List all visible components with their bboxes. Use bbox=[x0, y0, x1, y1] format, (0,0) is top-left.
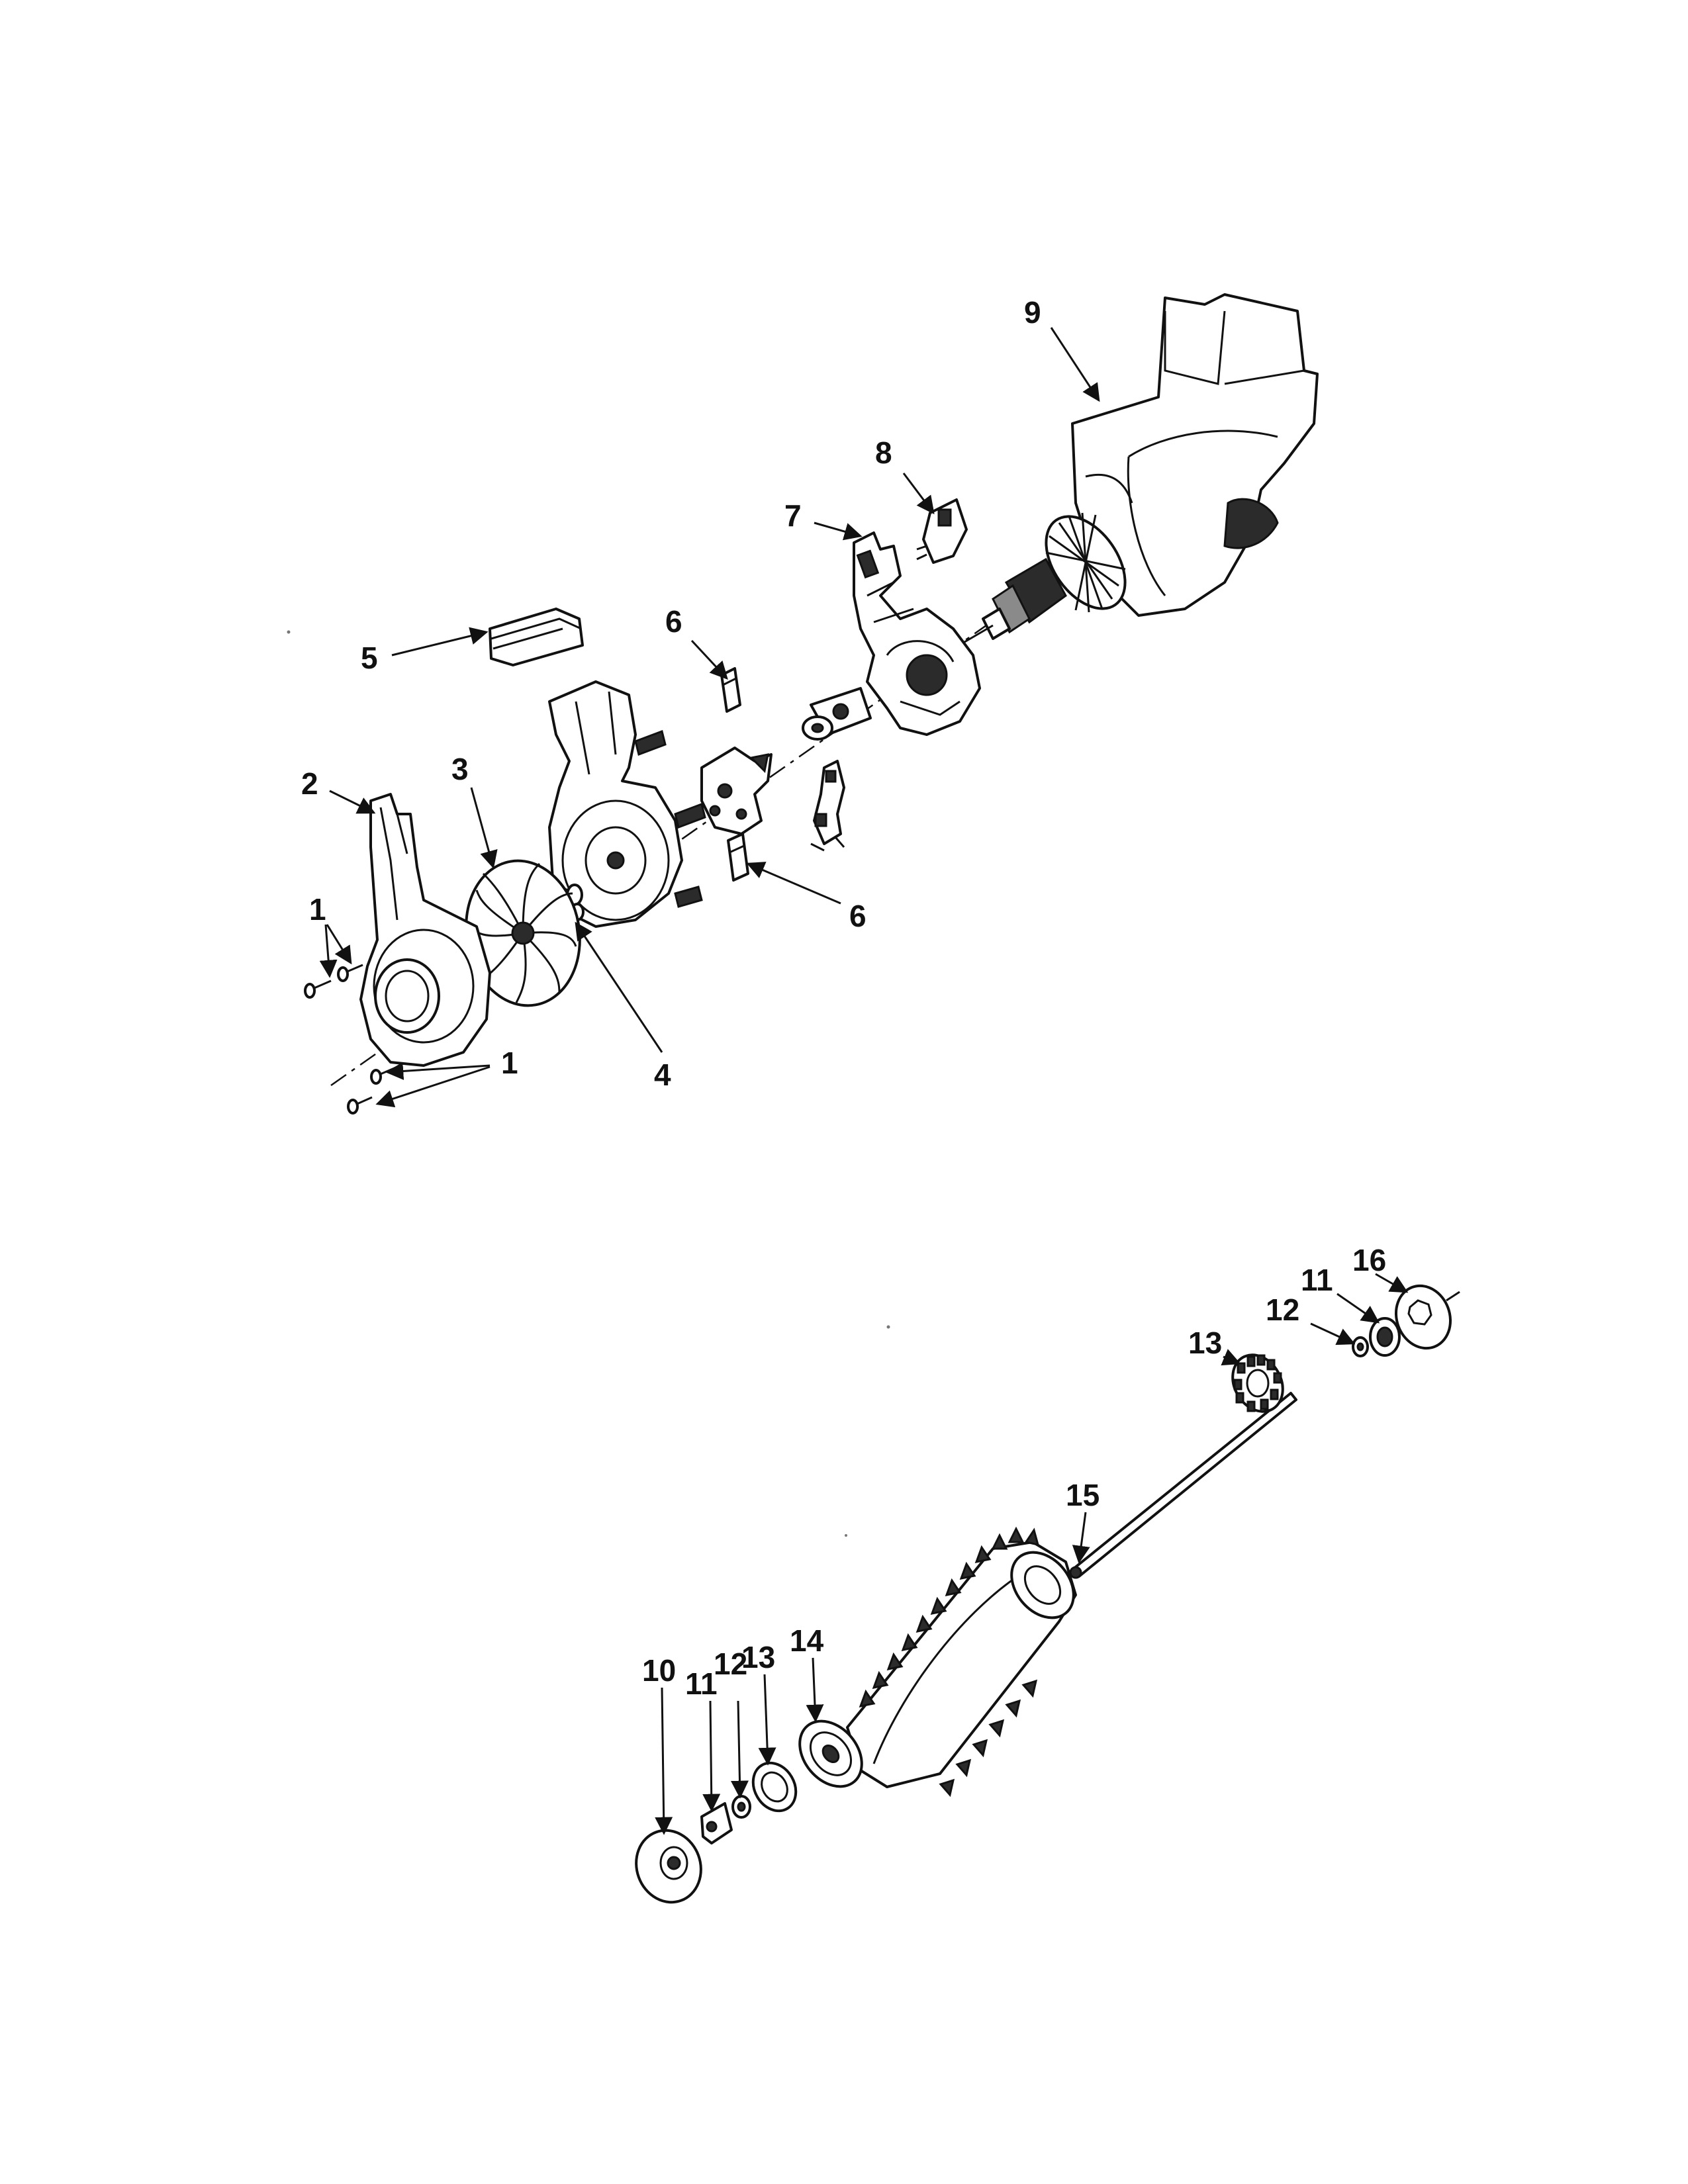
leader-15 bbox=[1072, 1512, 1090, 1564]
callout-1a: 1 bbox=[309, 892, 326, 927]
leader-2 bbox=[329, 790, 376, 814]
brushroll-body bbox=[846, 1526, 1077, 1797]
leader-12-left bbox=[731, 1700, 749, 1799]
leader-lines bbox=[319, 327, 1409, 1835]
screw-upper-left bbox=[304, 979, 332, 999]
callout-9: 9 bbox=[1024, 295, 1041, 330]
leader-6-upper bbox=[690, 639, 728, 680]
brush-holder-bracket bbox=[700, 747, 773, 835]
end-cap-part-16 bbox=[1394, 1284, 1460, 1350]
callout-11a: 11 bbox=[685, 1666, 718, 1701]
callout-5: 5 bbox=[361, 641, 378, 675]
bushing-part-11-right bbox=[1369, 1317, 1401, 1357]
drive-pulley-part-13-right bbox=[1231, 1353, 1284, 1413]
callout-8: 8 bbox=[875, 435, 892, 470]
scan-specks bbox=[287, 630, 890, 1537]
leader-13-left bbox=[758, 1674, 776, 1766]
leader-16 bbox=[1375, 1273, 1409, 1293]
brush-assembly bbox=[810, 760, 845, 852]
leader-11-left bbox=[702, 1700, 721, 1812]
callout-labels: 1 1 2 3 4 5 6 6 7 8 9 10 11 11 12 12 13 … bbox=[301, 295, 1386, 1701]
leader-4 bbox=[575, 921, 663, 1053]
carbon-brush-part-6-lower bbox=[727, 833, 749, 882]
fan-cover-part-2 bbox=[359, 793, 491, 1067]
bushing-part-11-left bbox=[700, 1802, 733, 1844]
end-disc-part-10 bbox=[635, 1829, 702, 1904]
leader-13-right bbox=[1221, 1349, 1241, 1366]
screw-lower-left bbox=[370, 1066, 397, 1085]
leader-1b-lower bbox=[375, 1066, 491, 1108]
callout-13a: 13 bbox=[741, 1640, 775, 1674]
callout-6b: 6 bbox=[849, 899, 867, 933]
callout-11b: 11 bbox=[1301, 1263, 1333, 1297]
leader-5 bbox=[391, 627, 489, 657]
filter-cap-part-5 bbox=[489, 608, 584, 666]
leader-9 bbox=[1050, 327, 1100, 402]
callout-16: 16 bbox=[1352, 1243, 1386, 1277]
callout-13b: 13 bbox=[1188, 1326, 1222, 1360]
callout-6a: 6 bbox=[665, 604, 682, 639]
motor-frame-part-7 bbox=[853, 531, 981, 736]
callout-4: 4 bbox=[654, 1058, 671, 1092]
callout-3: 3 bbox=[451, 752, 469, 786]
brushroll-assembly bbox=[635, 1284, 1460, 1904]
screw-upper-right bbox=[337, 964, 363, 982]
end-cap-part-14 bbox=[798, 1719, 863, 1788]
callout-12a: 12 bbox=[714, 1647, 747, 1681]
leader-10 bbox=[655, 1687, 673, 1835]
leader-6-lower bbox=[746, 862, 841, 905]
bearing-part-13-left bbox=[751, 1761, 798, 1813]
leader-11-right bbox=[1336, 1293, 1380, 1324]
washer-part-12-left bbox=[731, 1795, 751, 1819]
screw-lower-far-left bbox=[347, 1096, 373, 1115]
shaft-part-15 bbox=[1069, 1392, 1297, 1579]
leader-1a-upper bbox=[319, 924, 338, 978]
leader-1a-lower bbox=[326, 924, 352, 965]
bearing-plate bbox=[802, 687, 872, 741]
callout-1b: 1 bbox=[501, 1046, 518, 1080]
motor-assembly bbox=[304, 293, 1319, 1115]
leader-12-right bbox=[1310, 1322, 1356, 1345]
callout-12b: 12 bbox=[1266, 1293, 1299, 1327]
leader-7 bbox=[814, 522, 863, 541]
leader-14 bbox=[806, 1657, 824, 1723]
screws-part-1 bbox=[304, 964, 397, 1115]
leader-3 bbox=[470, 787, 498, 869]
armature-fan bbox=[953, 512, 1127, 650]
callout-7: 7 bbox=[784, 498, 802, 533]
leader-1b-upper bbox=[385, 1062, 491, 1080]
callout-15: 15 bbox=[1066, 1478, 1100, 1512]
callout-10: 10 bbox=[642, 1653, 676, 1688]
switch-part-8 bbox=[916, 498, 968, 564]
fan-housing bbox=[548, 680, 706, 928]
washer-part-12-right bbox=[1352, 1336, 1369, 1357]
callout-2: 2 bbox=[301, 766, 318, 801]
leader-8 bbox=[902, 473, 935, 515]
callout-14: 14 bbox=[790, 1623, 824, 1658]
